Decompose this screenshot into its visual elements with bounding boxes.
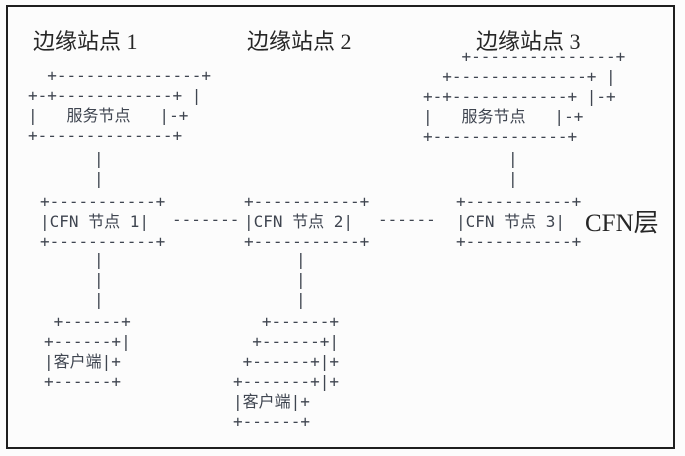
figure-frame [6, 5, 675, 449]
link-cfn2-to-cfn3: ------ [378, 210, 436, 229]
site-2-label: 边缘站点 2 [247, 29, 352, 54]
client-stack-site1: +------+ +------+| |客户端|+ +------+ [44, 312, 131, 391]
link-cfn1-to-client1: | | | [94, 250, 104, 309]
service-node-stack-site3: +---------------+ +--------------+ | +-+… [423, 47, 626, 146]
site-1-label: 边缘站点 1 [33, 29, 138, 54]
cfn-node-3-box: +-----------+ |CFN 节点 3| +-----------+ [456, 192, 582, 251]
service-node-stack-site1: +---------------+ +-+------------+ | | 服… [28, 66, 212, 145]
client-stack-site2: +------+ +------+| +------+|+ +-------+|… [233, 312, 339, 431]
site-3-label: 边缘站点 3 [476, 29, 581, 54]
cfn-node-1-box: +-----------+ |CFN 节点 1| +-----------+ [40, 192, 166, 251]
link-cfn2-to-client2: | | | [296, 250, 306, 309]
link-service3-to-cfn3: | | [508, 149, 518, 188]
cfn-node-2-box: +-----------+ |CFN 节点 2| +-----------+ [244, 192, 370, 251]
link-service1-to-cfn1: | | [94, 149, 104, 188]
link-cfn1-to-cfn2: ------- [172, 210, 240, 229]
cfn-layer-label: CFN层 [585, 210, 659, 237]
